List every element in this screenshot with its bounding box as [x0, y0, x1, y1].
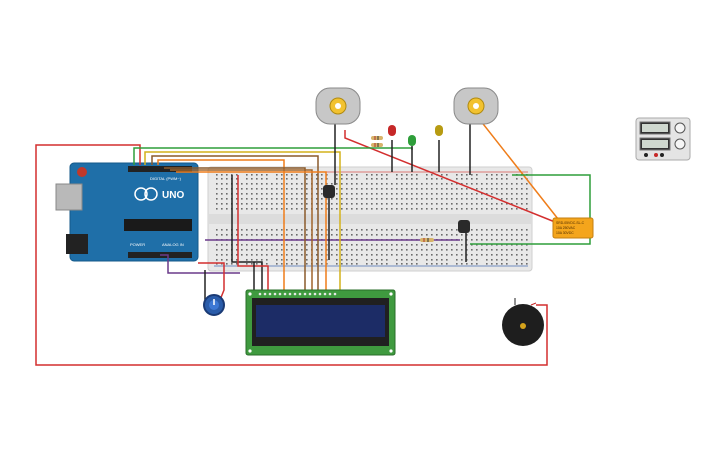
wire-green-relay [470, 174, 591, 245]
arduino-power-label: POWER [130, 242, 145, 247]
led-yellow[interactable] [435, 125, 443, 136]
wire-orange-2 [176, 171, 327, 295]
wire-yellow [144, 151, 341, 295]
wire-brown-1 [151, 155, 319, 295]
arduino-logo-icon [134, 187, 148, 201]
wire-orange-relay [479, 119, 563, 225]
led-red[interactable] [388, 125, 396, 136]
arduino-analog-label: ANALOG IN [162, 242, 184, 247]
dc-motor-2[interactable] [453, 87, 499, 125]
lcd-pins [258, 292, 337, 296]
wire-purple-2 [160, 254, 240, 274]
wire-red-relay [344, 130, 556, 223]
dc-motor-1[interactable] [315, 87, 361, 125]
breadboard[interactable] [207, 166, 533, 272]
lcd-screen [256, 305, 385, 337]
piezo-buzzer[interactable] [502, 298, 544, 346]
arduino-uno[interactable]: UNO DIGITAL (PWM~) POWER ANALOG IN [55, 162, 199, 262]
wire-red-lcd [237, 175, 269, 295]
digital-header [128, 166, 192, 172]
relay-module[interactable]: SRD-05VDC-SL-C 10A 250VAC 10A 30VDC [552, 217, 594, 239]
wire-orange-1 [157, 159, 285, 295]
potentiometer[interactable] [203, 294, 225, 316]
power-supply[interactable] [635, 117, 691, 161]
relay-line-3: 10A 30VDC [556, 231, 574, 235]
wire-red-loop [35, 144, 548, 366]
reset-button[interactable] [77, 167, 87, 177]
wire-red-pot [198, 262, 225, 301]
arduino-digital-label: DIGITAL (PWM~) [150, 176, 182, 181]
wire-black-lcd-1 [231, 175, 263, 295]
atmega-chip [124, 219, 192, 231]
relay-line-2: 10A 250VAC [556, 226, 576, 230]
lcd-16x2[interactable] [245, 289, 396, 356]
arduino-brand-label: UNO [162, 190, 184, 201]
led-green[interactable] [408, 135, 416, 146]
resistor-3[interactable] [420, 238, 434, 242]
wires [35, 119, 591, 366]
wire-brown-3 [170, 169, 313, 295]
wire-brown-2 [164, 167, 306, 295]
resistor-2[interactable] [371, 143, 383, 147]
relay-line-1: SRD-05VDC-SL-C [556, 221, 585, 225]
resistor-1[interactable] [371, 136, 383, 140]
transistor-1[interactable] [323, 185, 335, 198]
transistor-2[interactable] [458, 220, 470, 233]
